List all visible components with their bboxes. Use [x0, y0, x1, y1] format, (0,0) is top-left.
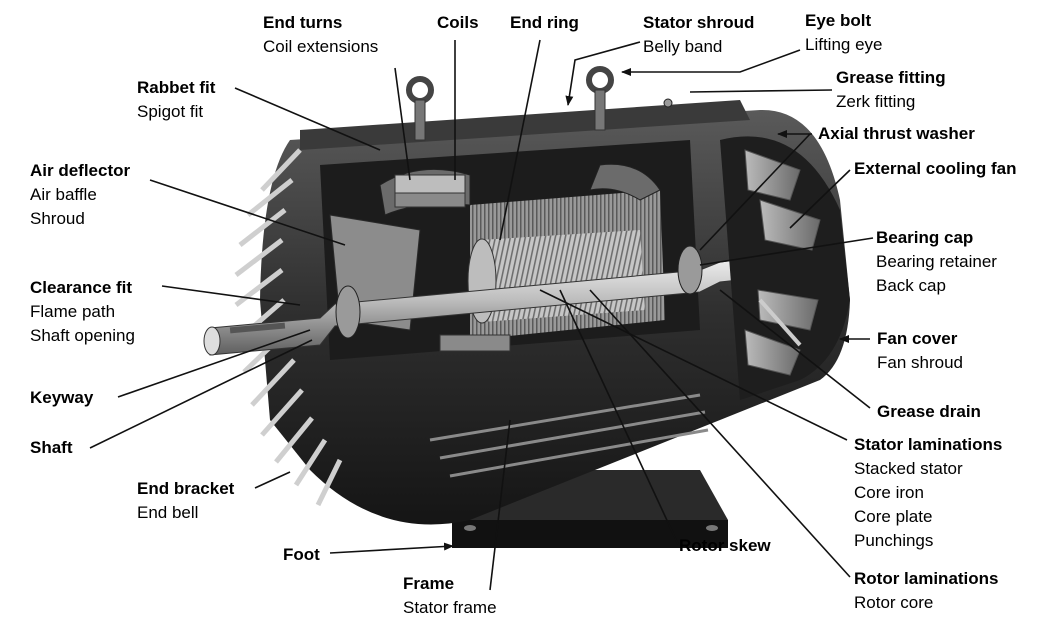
label-title: Rotor laminations [854, 569, 999, 588]
label-title: Clearance fit [30, 278, 133, 297]
rear-bearing-cap [677, 245, 703, 295]
label-title: Air deflector [30, 161, 131, 180]
label-grease-fitting: Grease fitting Zerk fitting [836, 66, 946, 114]
label-rabbet-fit: Rabbet fit Spigot fit [137, 76, 215, 124]
label-alt: Stacked stator [854, 459, 963, 478]
eye-bolts [406, 66, 673, 141]
label-clearance-fit: Clearance fit Flame path Shaft opening [30, 276, 135, 348]
label-alt: Back cap [876, 276, 946, 295]
label-alt: Shroud [30, 209, 85, 228]
label-alt: Core iron [854, 483, 924, 502]
drive-end-bearing [335, 285, 361, 339]
label-title: Shaft [30, 438, 73, 457]
label-title: End bracket [137, 479, 235, 498]
label-stator-shroud: Stator shroud Belly band [643, 11, 754, 59]
label-end-bracket: End bracket End bell [137, 477, 234, 525]
label-alt: Stator frame [403, 598, 497, 617]
label-end-ring: End ring [510, 11, 579, 35]
label-air-deflector: Air deflector Air baffle Shroud [30, 159, 130, 231]
label-keyway: Keyway [30, 386, 93, 410]
label-alt: Shaft opening [30, 326, 135, 345]
label-bearing-cap: Bearing cap Bearing retainer Back cap [876, 226, 997, 298]
label-title: Keyway [30, 388, 94, 407]
label-external-cooling-fan: External cooling fan [854, 157, 1016, 181]
label-title: Stator shroud [643, 13, 755, 32]
label-title: Stator laminations [854, 435, 1003, 454]
motor-interior [320, 140, 700, 360]
label-title: End turns [263, 13, 343, 32]
label-shaft: Shaft [30, 436, 73, 460]
label-alt: Core plate [854, 507, 933, 526]
label-alt: Coil extensions [263, 37, 379, 56]
label-alt: Rotor core [854, 593, 934, 612]
label-title: Fan cover [877, 329, 958, 348]
label-alt: Punchings [854, 531, 934, 550]
motor-shaft [203, 245, 786, 356]
label-alt: Flame path [30, 302, 116, 321]
label-rotor-skew: Rotor skew [679, 534, 771, 558]
label-title: Bearing cap [876, 228, 974, 247]
stator-coils [379, 163, 661, 352]
label-alt: Bearing retainer [876, 252, 997, 271]
label-stator-laminations: Stator laminations Stacked stator Core i… [854, 433, 1002, 553]
label-title: Grease drain [877, 402, 981, 421]
label-title: Eye bolt [805, 11, 872, 30]
label-coils: Coils [437, 11, 479, 35]
label-title: External cooling fan [854, 159, 1017, 178]
label-title: Rotor skew [679, 536, 771, 555]
label-eye-bolt: Eye bolt Lifting eye [805, 9, 883, 57]
grease-fitting-nipple [663, 98, 673, 108]
label-grease-drain: Grease drain [877, 400, 981, 424]
label-title: Foot [283, 545, 320, 564]
label-alt: Fan shroud [877, 353, 963, 372]
label-axial-thrust-washer: Axial thrust washer [818, 122, 975, 146]
label-title: Axial thrust washer [818, 124, 975, 143]
label-alt: Air baffle [30, 185, 97, 204]
label-alt: Belly band [643, 37, 723, 56]
label-alt: Zerk fitting [836, 92, 916, 111]
label-foot: Foot [283, 543, 320, 567]
label-rotor-laminations: Rotor laminations Rotor core [854, 567, 999, 615]
label-end-turns: End turns Coil extensions [263, 11, 378, 59]
label-frame: Frame Stator frame [403, 572, 497, 620]
label-title: End ring [510, 13, 579, 32]
label-title: Frame [403, 574, 455, 593]
label-alt: Spigot fit [137, 102, 204, 121]
label-title: Coils [437, 13, 479, 32]
end-bracket-fins [234, 148, 343, 507]
leader-lines [89, 39, 874, 591]
label-title: Rabbet fit [137, 78, 216, 97]
label-alt: Lifting eye [805, 35, 883, 54]
label-alt: End bell [137, 503, 199, 522]
shaft-keyway-slot [229, 322, 286, 334]
label-fan-cover: Fan cover Fan shroud [877, 327, 963, 375]
label-title: Grease fitting [836, 68, 946, 87]
